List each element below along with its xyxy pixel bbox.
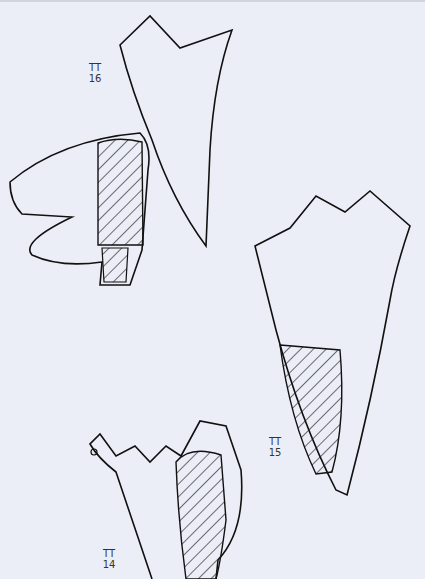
tooth-outline: [10, 133, 149, 285]
tooth-label: TT 16: [84, 62, 106, 84]
hatched-region: [98, 139, 143, 245]
tooth-outline: [90, 421, 242, 579]
hatched-region: [280, 345, 342, 474]
tooth-detail: [91, 449, 97, 455]
tooth-label: TT 15: [264, 436, 286, 458]
tooth-label: TT 14: [98, 548, 120, 570]
tooth-outline: [255, 191, 410, 495]
hatched-region: [102, 248, 128, 282]
page-edge: [0, 1, 425, 2]
hatched-region: [176, 451, 226, 579]
